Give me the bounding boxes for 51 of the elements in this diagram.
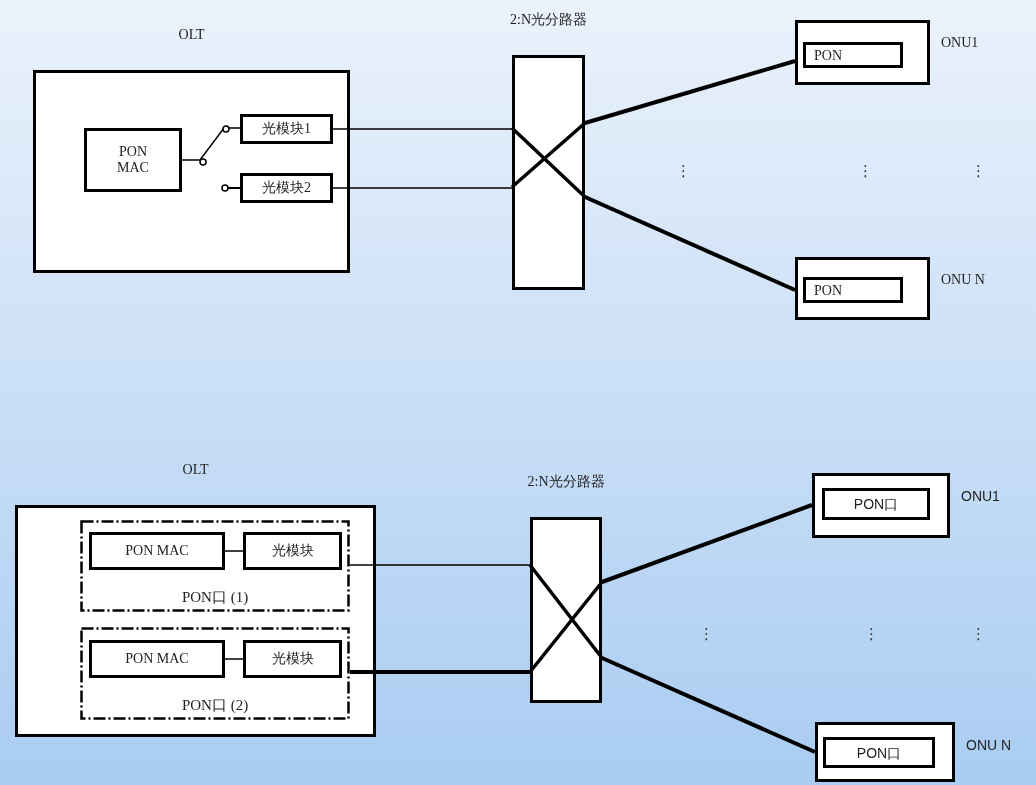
device-label: OLT [182,462,209,479]
pon-port-box [822,488,930,520]
box-label: PON MAC [125,650,189,668]
connector-line [601,503,813,584]
connector-line [584,195,796,292]
box-label: 光模块1 [262,120,311,138]
optical-module-box [243,532,342,570]
optical-module-box [243,640,342,678]
device-label: OLT [178,27,205,44]
pon-port-box [803,42,903,68]
connector-line [332,128,513,130]
optical-module-box [240,114,333,144]
connector-line [224,550,244,552]
ellipsis-mark: ⋮ [699,625,714,643]
device-label: 2:N光分路器 [510,12,587,29]
ellipsis-mark: ⋮ [864,625,879,643]
pon-port-group [80,627,350,720]
box-label: PON [814,48,842,65]
connector-line [601,656,816,754]
device-label: ONU1 [961,488,1000,505]
ellipsis-mark: ⋮ [971,625,986,643]
box-label: 光模块 [271,542,314,560]
box-label: PON口 [856,744,902,761]
group-label: PON口 (2) [181,696,249,714]
optical-module-box [240,173,333,203]
ellipsis-mark: ⋮ [858,162,873,180]
device-label: 2:N光分路器 [527,474,605,491]
box-label: PON MAC [125,542,189,560]
pon-port-group [80,520,350,612]
connector-line [181,127,241,161]
connector-line [584,59,796,125]
connector-line [332,187,513,189]
mac-box [89,640,225,678]
connector-line [224,658,244,660]
ellipsis-mark: ⋮ [676,162,691,180]
connector-line [350,670,530,674]
box-label: 光模块 [271,650,314,668]
mac-box [84,128,182,192]
connector-line [349,564,531,566]
device-label: ONU N [941,272,985,289]
ellipsis-mark: ⋮ [971,162,986,180]
device-label: ONU N [966,737,1012,754]
box-label: PON [814,283,842,300]
group-label: PON口 (1) [181,588,249,606]
device-label: ONU1 [941,35,979,52]
box-label: PON口 [853,495,899,513]
pon-port-box [823,737,935,768]
box-label: PON MAC [116,143,150,177]
mac-box [89,532,225,570]
box-label: 光模块2 [262,179,311,197]
pon-port-box [803,277,903,303]
